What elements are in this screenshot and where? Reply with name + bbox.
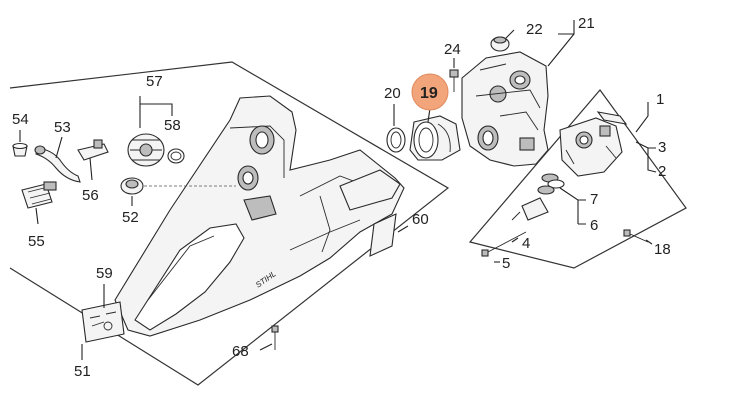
part-19-highlight-circle (411, 73, 449, 111)
callout-55: 55 (28, 233, 45, 250)
part-4-screw (481, 231, 527, 257)
callout-4: 4 (522, 235, 530, 252)
part-56-fitting (77, 139, 109, 181)
main-housing: STIHL (114, 95, 405, 337)
part-57-cap (127, 96, 173, 167)
right-assembly-panel (468, 89, 687, 269)
part-55-filter (21, 181, 57, 225)
part-59-label (81, 284, 125, 343)
part-6-nozzle (511, 197, 549, 221)
callout-54: 54 (12, 111, 29, 128)
callout-51: 51 (74, 363, 91, 380)
callout-2: 2 (658, 163, 666, 180)
callout-56: 56 (82, 187, 99, 204)
callout-6: 6 (590, 217, 598, 234)
callout-7: 7 (590, 191, 598, 208)
part-54-grommet (12, 130, 28, 157)
callout-68: 68 (232, 343, 249, 360)
part-19-flange (409, 107, 461, 161)
part-53-hose (34, 136, 81, 183)
part-24-bolt (449, 58, 459, 92)
callout-18: 18 (654, 241, 671, 258)
part-22-cap (490, 29, 515, 52)
callout-21: 21 (578, 15, 595, 32)
part-7-seals (537, 173, 565, 195)
callout-22: 22 (526, 21, 543, 38)
callout-3: 3 (658, 139, 666, 156)
callout-24: 24 (444, 41, 461, 58)
part-68-screw (259, 325, 279, 351)
part-18-pin (623, 229, 653, 245)
part-20-ring (386, 104, 406, 153)
part-58-oring (167, 148, 185, 164)
callout-5: 5 (502, 255, 510, 272)
callout-52: 52 (122, 209, 139, 226)
callout-58: 58 (164, 117, 181, 134)
part-21-carburetor-body (461, 51, 549, 167)
callout-19: 19 (420, 85, 438, 102)
callout-20: 20 (384, 85, 401, 102)
callout-57: 57 (146, 73, 163, 90)
callout-59: 59 (96, 265, 113, 282)
callout-53: 53 (54, 119, 71, 136)
part-60-plate (369, 213, 409, 257)
leader-2-3 (635, 141, 657, 173)
left-assembly-panel (9, 61, 450, 386)
part-52-plug (120, 177, 236, 206)
leader-1 (635, 102, 649, 133)
part-2-carburetor (559, 111, 628, 177)
callout-60: 60 (412, 211, 429, 228)
leader-6-7 (559, 187, 586, 225)
leader-21 (547, 20, 575, 67)
callout-1: 1 (656, 91, 664, 108)
